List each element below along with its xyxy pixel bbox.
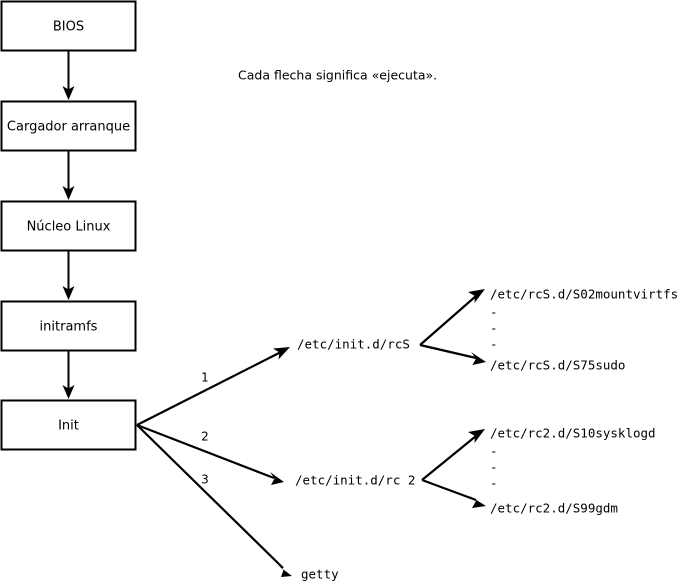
init-box[interactable] <box>0 399 137 451</box>
rc2-fan-shaft <box>421 478 477 502</box>
arrow-kernel-to-initramfs <box>62 251 75 300</box>
rcs-last-script-label: /etc/rcS.d/S75sudo <box>490 358 625 373</box>
rc2-first-script-label: /etc/rc2.d/S10sysklogd <box>490 426 656 441</box>
branch-shaft <box>136 351 282 426</box>
arrow-head-icon <box>468 429 485 443</box>
rcs-fan-shaft <box>419 343 477 360</box>
target-rc2-label: /etc/init.d/rc 2 <box>295 473 415 488</box>
arrow-head-icon <box>468 289 485 303</box>
rcs-fan-upper-arrow <box>419 289 485 346</box>
diagram-caption: Cada flecha significa «ejecuta». <box>238 68 437 83</box>
arrow-head-icon <box>270 472 284 485</box>
rcs-fan-lower-arrow <box>419 343 486 365</box>
rc2-last-script-label: /etc/rc2.d/S99gdm <box>490 501 618 516</box>
rcs-ellipsis-dash-2: - <box>490 321 498 336</box>
rcs-ellipsis-dash-3: - <box>490 337 498 352</box>
bootloader-box[interactable] <box>0 100 137 152</box>
arrow-head-icon <box>471 352 486 365</box>
kernel-box[interactable] <box>0 200 137 252</box>
rc2-fan-upper-arrow <box>421 429 485 481</box>
arrow-initramfs-to-init <box>62 351 75 399</box>
branch-3-arrow-to-getty <box>136 424 292 577</box>
rc2-ellipsis-dash-3: - <box>490 476 498 491</box>
initramfs-box[interactable] <box>0 300 137 352</box>
rcs-fan-shaft <box>419 295 477 346</box>
branch-2-number: 2 <box>201 430 209 444</box>
arrow-bootloader-to-kernel <box>62 151 75 200</box>
rc2-fan-lower-arrow <box>421 478 486 508</box>
branch-2-arrow-to-rc2 <box>136 423 284 485</box>
branch-shaft <box>136 423 275 480</box>
init-label: Init <box>58 419 79 434</box>
arrow-head-icon <box>62 186 75 200</box>
bios-box[interactable] <box>0 0 137 52</box>
node-kernel[interactable]: Núcleo Linux <box>0 200 137 252</box>
arrow-head-icon <box>62 86 75 100</box>
arrow-head-icon <box>470 496 486 508</box>
branch-1-number: 1 <box>201 371 209 385</box>
node-bios[interactable]: BIOS <box>0 0 137 52</box>
kernel-label: Núcleo Linux <box>27 220 111 235</box>
arrow-head-icon <box>278 565 292 577</box>
arrow-head-icon <box>273 347 290 360</box>
rc2-ellipsis-dash-2: - <box>490 460 498 475</box>
node-bootloader[interactable]: Cargador arranque <box>0 100 137 152</box>
branch-1-arrow-to-rcs <box>136 347 290 426</box>
arrow-head-icon <box>62 385 75 399</box>
rc2-ellipsis-dash-1: - <box>490 444 498 459</box>
rcs-ellipsis-dash-1: - <box>490 305 498 320</box>
target-rcs-label: /etc/init.d/rcS <box>297 337 410 352</box>
initramfs-label: initramfs <box>40 320 98 335</box>
node-initramfs[interactable]: initramfs <box>0 300 137 352</box>
branch-shaft <box>136 424 284 569</box>
rcs-first-script-label: /etc/rcS.d/S02mountvirtfs <box>490 287 678 302</box>
bootloader-label: Cargador arranque <box>7 120 130 135</box>
arrow-bios-to-bootloader <box>62 51 75 100</box>
node-init[interactable]: Init <box>0 399 137 451</box>
arrow-head-icon <box>62 286 75 300</box>
rc2-fan-shaft <box>421 435 477 481</box>
target-getty-label: getty <box>301 567 339 582</box>
bios-label: BIOS <box>53 20 84 35</box>
branch-3-number: 3 <box>201 473 209 487</box>
